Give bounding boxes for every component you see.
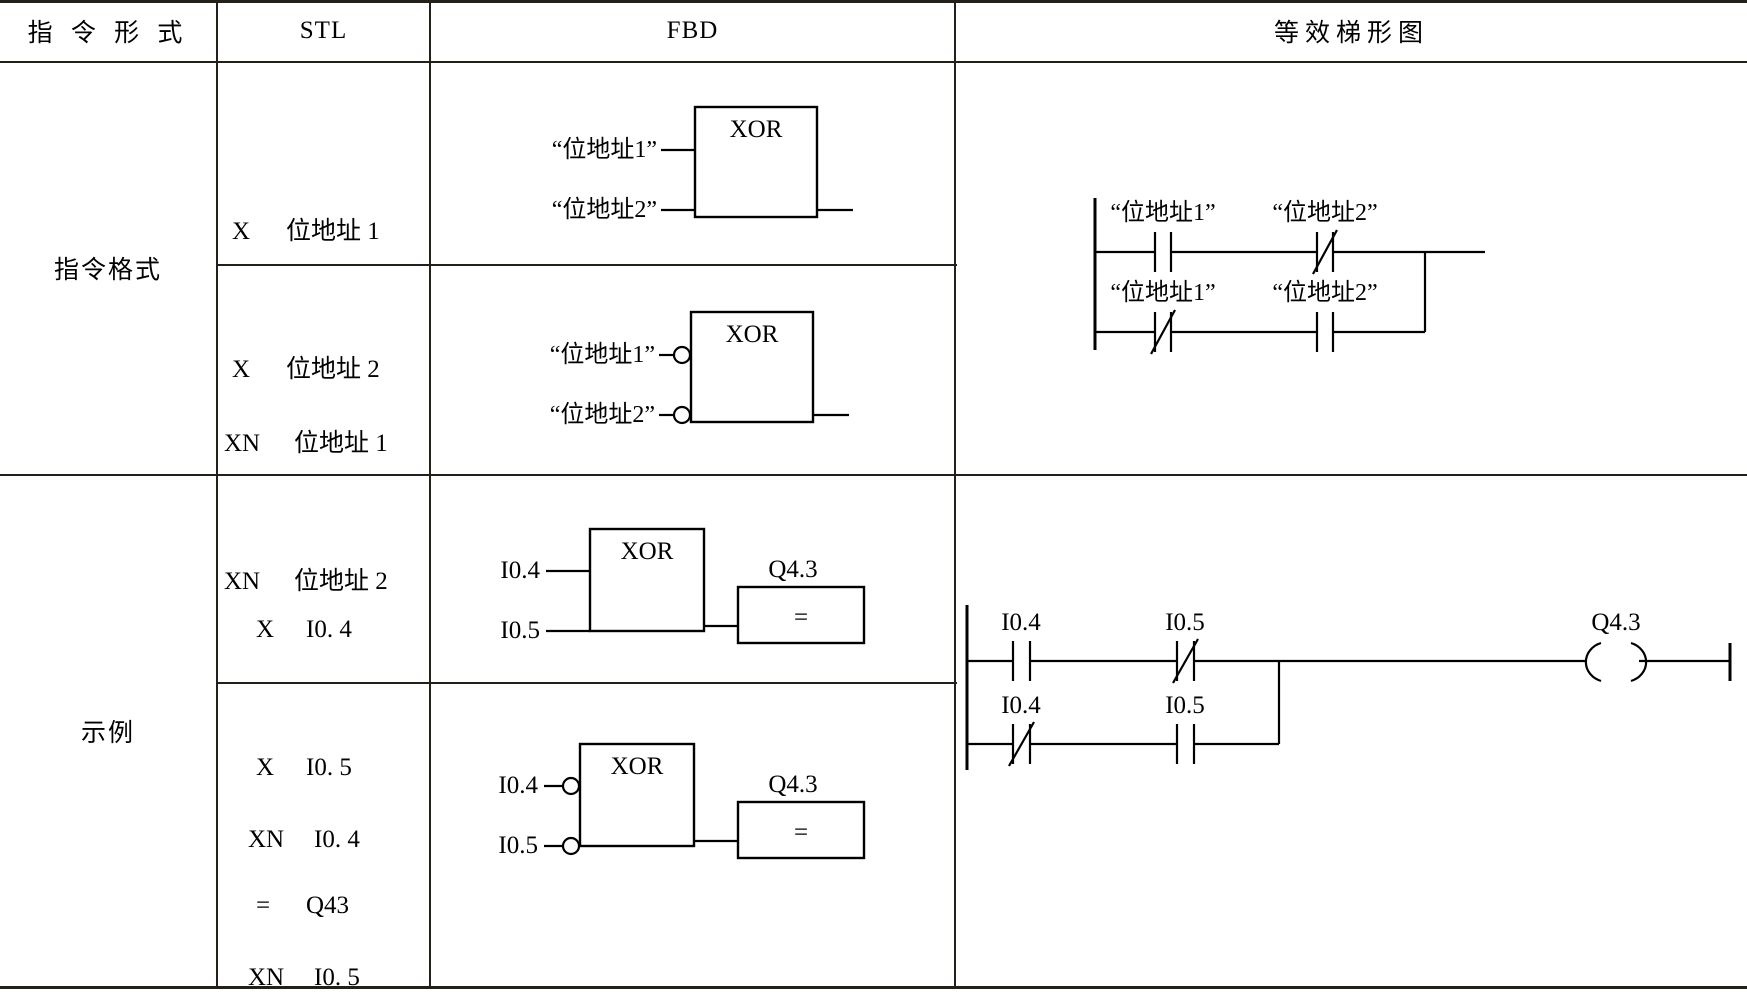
stl-format-1: X 位地址 1 X 位地址 2 xyxy=(232,117,380,485)
stl-op: X xyxy=(256,616,275,643)
stl-example-1: X I0. 4 X I0. 5 = Q43 xyxy=(256,515,352,998)
fbd-assign-symbol: = xyxy=(794,604,808,631)
stl-op: XN xyxy=(224,430,261,457)
header-stl-label: STL xyxy=(299,16,348,44)
stl-line: X 位地址 1 xyxy=(232,209,380,255)
row-label-format: 指令格式 xyxy=(0,62,216,474)
stl-operand: Q43 xyxy=(306,892,350,919)
stl-operand: 位地址 2 xyxy=(294,568,388,595)
ladder-contact-4-label: I0.5 xyxy=(1165,692,1205,719)
table-bottom-border xyxy=(0,986,1747,989)
subrow-divider-2 xyxy=(217,682,957,684)
fbd-input-2-label: I0.5 xyxy=(498,832,538,859)
fbd-xor-block xyxy=(689,310,815,424)
format-example-divider xyxy=(0,474,1747,476)
stl-operand: 位地址 1 xyxy=(294,430,388,457)
col-divider-2 xyxy=(429,0,431,986)
ladder-example: I0.4 I0.5 I0.4 I0.5 Q4.3 xyxy=(955,595,1745,780)
stl-op: XN xyxy=(224,568,261,595)
fbd-input-2-label: I0.5 xyxy=(500,617,540,644)
fbd-xor-block-label: XOR xyxy=(730,116,783,143)
stl-line: X I0. 5 xyxy=(256,745,352,791)
fbd-input-2-negation-circle-icon xyxy=(561,836,581,856)
stl-op: X xyxy=(256,754,275,781)
ladder-contact-3-label: “位地址1” xyxy=(1110,279,1215,306)
fbd-input-1-label: “位地址1” xyxy=(552,136,657,163)
fbd-assign-symbol: = xyxy=(794,819,808,846)
ladder-contact-2-label: “位地址2” xyxy=(1272,199,1377,226)
stl-format-2: XN 位地址 1 XN 位地址 2 xyxy=(224,329,388,697)
header-instruction-form-label: 指 令 形 式 xyxy=(27,19,189,47)
ladder-coil-left-arc-icon xyxy=(1584,641,1602,683)
fbd-input-1-negation-circle-icon xyxy=(672,345,692,365)
stl-line: XN I0. 5 xyxy=(248,955,360,998)
ladder-contact-3-slash-icon xyxy=(1008,721,1035,767)
stl-operand: I0. 5 xyxy=(306,754,352,781)
stl-operand: I0. 4 xyxy=(306,616,352,643)
stl-operand: I0. 5 xyxy=(314,964,360,991)
stl-line: = Q43 xyxy=(256,883,352,929)
fbd-input-2-label: “位地址2” xyxy=(552,196,657,223)
stl-line: X 位地址 2 xyxy=(232,347,380,393)
fbd-assign-label: Q4.3 xyxy=(768,771,817,798)
fbd-assign-block xyxy=(736,585,866,645)
fbd-input-1-label: “位地址1” xyxy=(550,341,655,368)
fbd-input-2-label: “位地址2” xyxy=(550,401,655,428)
fbd-assign-label: Q4.3 xyxy=(768,556,817,583)
fbd-format-1: “位地址1” “位地址2” XOR xyxy=(435,95,955,245)
ladder-format: “位地址1” “位地址2” “位地址1” “位地址2” xyxy=(1085,190,1645,360)
row-label-example: 示例 xyxy=(0,475,216,986)
header-fbd: FBD xyxy=(431,0,954,61)
fbd-assign-block xyxy=(736,800,866,860)
header-instruction-form: 指 令 形 式 xyxy=(0,0,216,61)
stl-op: XN xyxy=(248,964,285,991)
header-ladder: 等效梯形图 xyxy=(956,0,1747,61)
fbd-example-2: I0.4 I0.5 XOR Q4.3 = xyxy=(440,730,950,870)
fbd-format-2: “位地址1” “位地址2” XOR xyxy=(435,300,955,450)
stl-operand: 位地址 2 xyxy=(286,356,380,383)
stl-example-2: XN I0. 4 XN I0. 5 = Q43 xyxy=(248,725,360,998)
fbd-input-1-negation-circle-icon xyxy=(561,776,581,796)
fbd-input-1-label: I0.4 xyxy=(498,772,538,799)
header-ladder-label: 等效梯形图 xyxy=(1273,19,1429,47)
table-top-border xyxy=(0,0,1747,3)
stl-op: = xyxy=(256,892,271,919)
stl-operand: I0. 4 xyxy=(314,826,360,853)
ladder-contact-1-label: I0.4 xyxy=(1001,609,1041,636)
stl-line: XN I0. 4 xyxy=(248,817,360,863)
subrow-divider-1 xyxy=(217,264,957,266)
stl-line: XN 位地址 2 xyxy=(224,559,388,605)
row-label-example-text: 示例 xyxy=(80,719,135,747)
fbd-xor-block xyxy=(588,527,706,633)
row-label-format-text: 指令格式 xyxy=(53,257,162,284)
header-stl: STL xyxy=(218,0,429,61)
ladder-contact-2-slash-icon xyxy=(1172,638,1199,684)
fbd-xor-block-label: XOR xyxy=(621,538,674,565)
col-divider-1 xyxy=(216,0,218,986)
ladder-contact-4-label: “位地址2” xyxy=(1272,279,1377,306)
fbd-input-2-negation-circle-icon xyxy=(672,405,692,425)
stl-operand: 位地址 1 xyxy=(286,218,380,245)
col-divider-3 xyxy=(954,0,956,986)
stl-op: XN xyxy=(248,826,285,853)
stl-line: XN 位地址 1 xyxy=(224,421,388,467)
fbd-example-1: I0.4 I0.5 XOR Q4.3 = xyxy=(440,515,950,655)
ladder-contact-3-label: I0.4 xyxy=(1001,692,1041,719)
ladder-coil-label: Q4.3 xyxy=(1591,609,1640,636)
fbd-xor-block xyxy=(693,105,819,219)
fbd-xor-block-label: XOR xyxy=(611,753,664,780)
fbd-xor-block-label: XOR xyxy=(726,321,779,348)
ladder-contact-2-label: I0.5 xyxy=(1165,609,1205,636)
fbd-input-1-label: I0.4 xyxy=(500,557,540,584)
ladder-contact-2-slash-icon xyxy=(1312,229,1338,275)
fbd-xor-block xyxy=(578,742,696,848)
stl-op: X xyxy=(232,218,251,245)
ladder-contact-3-slash-icon xyxy=(1150,309,1176,355)
header-fbd-label: FBD xyxy=(666,16,719,44)
stl-op: X xyxy=(232,356,251,383)
ladder-contact-1-label: “位地址1” xyxy=(1110,199,1215,226)
header-bottom-border xyxy=(0,61,1747,63)
stl-line: X I0. 4 xyxy=(256,607,352,653)
